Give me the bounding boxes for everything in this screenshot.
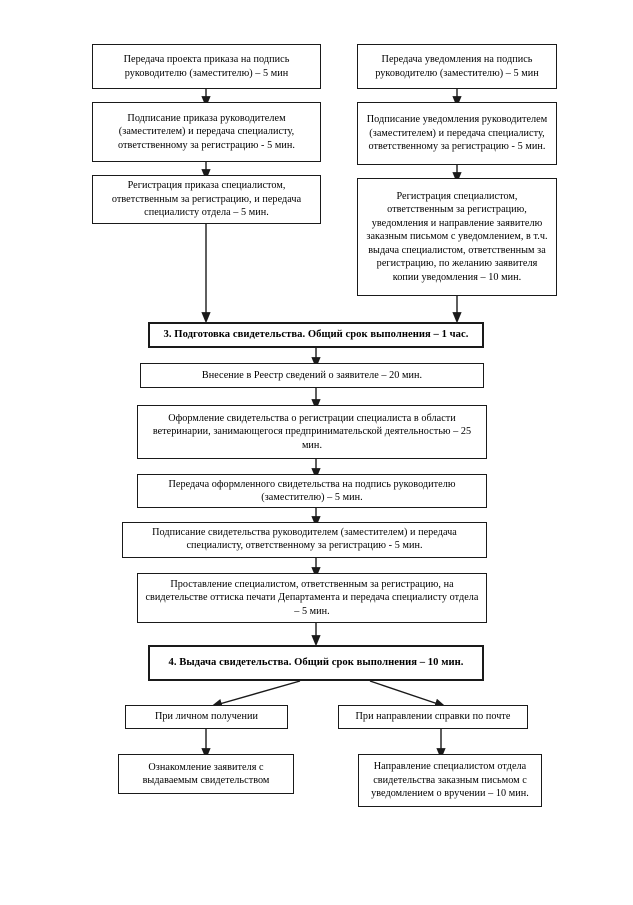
node-branch-by-mail: При направлении справки по почте <box>338 705 528 729</box>
node-section-three-header: 3. Подготовка свидетельства. Общий срок … <box>148 322 484 348</box>
connector-section4-to-inperson <box>210 680 301 708</box>
node-registry-entry: Внесение в Реестр сведений о заявителе –… <box>140 363 484 388</box>
node-outcome-in-person: Ознакомление заявителя с выдаваемым свид… <box>118 754 294 794</box>
node-right-notice-to-sign: Передача уведомления на подпись руководи… <box>357 44 557 89</box>
node-certificate-drafting: Оформление свидетельства о регистрации с… <box>137 405 487 459</box>
node-certificate-signed: Подписание свидетельства руководителем (… <box>122 522 487 558</box>
node-left-order-registered: Регистрация приказа специалистом, ответс… <box>92 175 321 224</box>
node-branch-in-person: При личном получении <box>125 705 288 729</box>
node-left-order-to-sign: Передача проекта приказа на подпись руко… <box>92 44 321 89</box>
node-right-notice-registered: Регистрация специалистом, ответственным … <box>357 178 557 296</box>
node-left-order-signed: Подписание приказа руководителем (замест… <box>92 102 321 162</box>
node-certificate-to-sign: Передача оформленного свидетельства на п… <box>137 474 487 508</box>
node-certificate-stamped: Проставление специалистом, ответственным… <box>137 573 487 623</box>
node-right-notice-signed: Подписание уведомления руководителем (за… <box>357 102 557 165</box>
connector-section4-to-bymail <box>369 680 447 708</box>
node-outcome-by-mail: Направление специалистом отдела свидетел… <box>358 754 542 807</box>
node-section-four-header: 4. Выдача свидетельства. Общий срок выпо… <box>148 645 484 681</box>
